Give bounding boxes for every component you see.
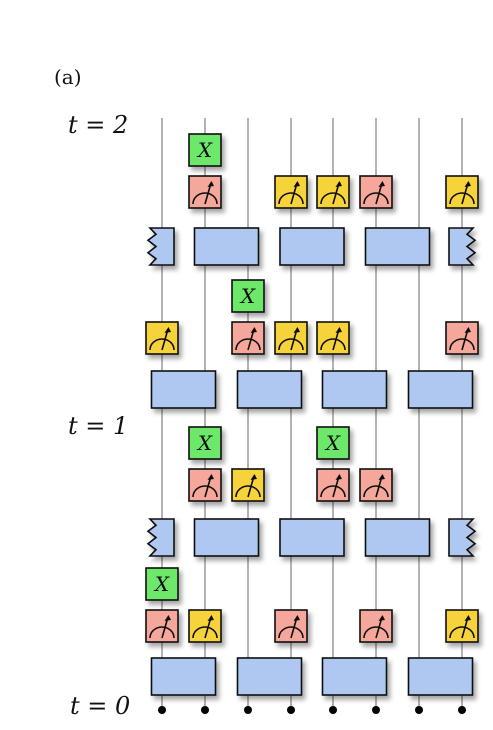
measurement-meter-icon [359, 175, 393, 209]
measurement-meter-icon [359, 468, 393, 502]
x-gate-label: X [196, 138, 213, 162]
unitary-block [279, 227, 345, 266]
qubit-dot [458, 706, 466, 714]
x-gate-label: X [239, 284, 256, 308]
time-label-t2: t = 2 [68, 111, 128, 139]
measurement-meter-icon [188, 175, 222, 209]
qubit-dot [201, 706, 209, 714]
measurement-meter-icon [188, 468, 222, 502]
time-label-t0: t = 0 [70, 692, 130, 720]
unitary-block [407, 370, 474, 409]
qubit-dot [329, 706, 337, 714]
x-gate: X [188, 426, 222, 460]
unitary-block [321, 657, 388, 696]
unitary-block [279, 518, 345, 557]
unitary-block [364, 227, 431, 266]
x-gate-label: X [153, 572, 170, 596]
qubit-dot [415, 706, 423, 714]
measurement-meter-icon [445, 321, 479, 355]
measurement-meter-icon [188, 609, 222, 643]
x-gate-layer: X X X X X [145, 133, 350, 601]
measurement-meter-icon [316, 175, 350, 209]
unitary-block [193, 227, 260, 266]
unitary-block [150, 370, 217, 409]
measurement-meter-icon [316, 321, 350, 355]
measurement-layer [145, 175, 479, 643]
x-gate: X [188, 133, 222, 167]
unitary-block [193, 518, 260, 557]
x-gate-label: X [324, 431, 341, 455]
qubit-origin-dots [158, 706, 466, 714]
unitary-block [150, 657, 217, 696]
measurement-meter-icon [274, 609, 308, 643]
measurement-meter-icon [445, 609, 479, 643]
unitary-block-split-left [146, 518, 175, 557]
unitary-block [321, 370, 388, 409]
qubit-dot [244, 706, 252, 714]
unitary-block [364, 518, 431, 557]
unitary-block-split-left [146, 227, 175, 266]
measurement-meter-icon [274, 175, 308, 209]
time-label-t1: t = 1 [68, 412, 128, 440]
measurement-meter-icon [445, 175, 479, 209]
x-gate: X [316, 426, 350, 460]
unitary-layer [146, 227, 477, 696]
unitary-block [236, 657, 303, 696]
measurement-meter-icon [231, 468, 265, 502]
measurement-meter-icon [359, 609, 393, 643]
qubit-wires [161, 118, 463, 708]
unitary-block-split-right [448, 518, 477, 557]
qubit-dot [287, 706, 295, 714]
measurement-meter-icon [316, 468, 350, 502]
measurement-meter-icon [145, 321, 179, 355]
unitary-block-split-right [448, 227, 477, 266]
qubit-dot [372, 706, 380, 714]
x-gate-label: X [196, 431, 213, 455]
measurement-meter-icon [145, 609, 179, 643]
panel-label: (a) [54, 65, 82, 89]
x-gate: X [231, 279, 265, 313]
measurement-meter-icon [231, 321, 265, 355]
unitary-block [407, 657, 474, 696]
qubit-dot [158, 706, 166, 714]
unitary-block [236, 370, 303, 409]
measurement-meter-icon [274, 321, 308, 355]
x-gate: X [145, 567, 179, 601]
